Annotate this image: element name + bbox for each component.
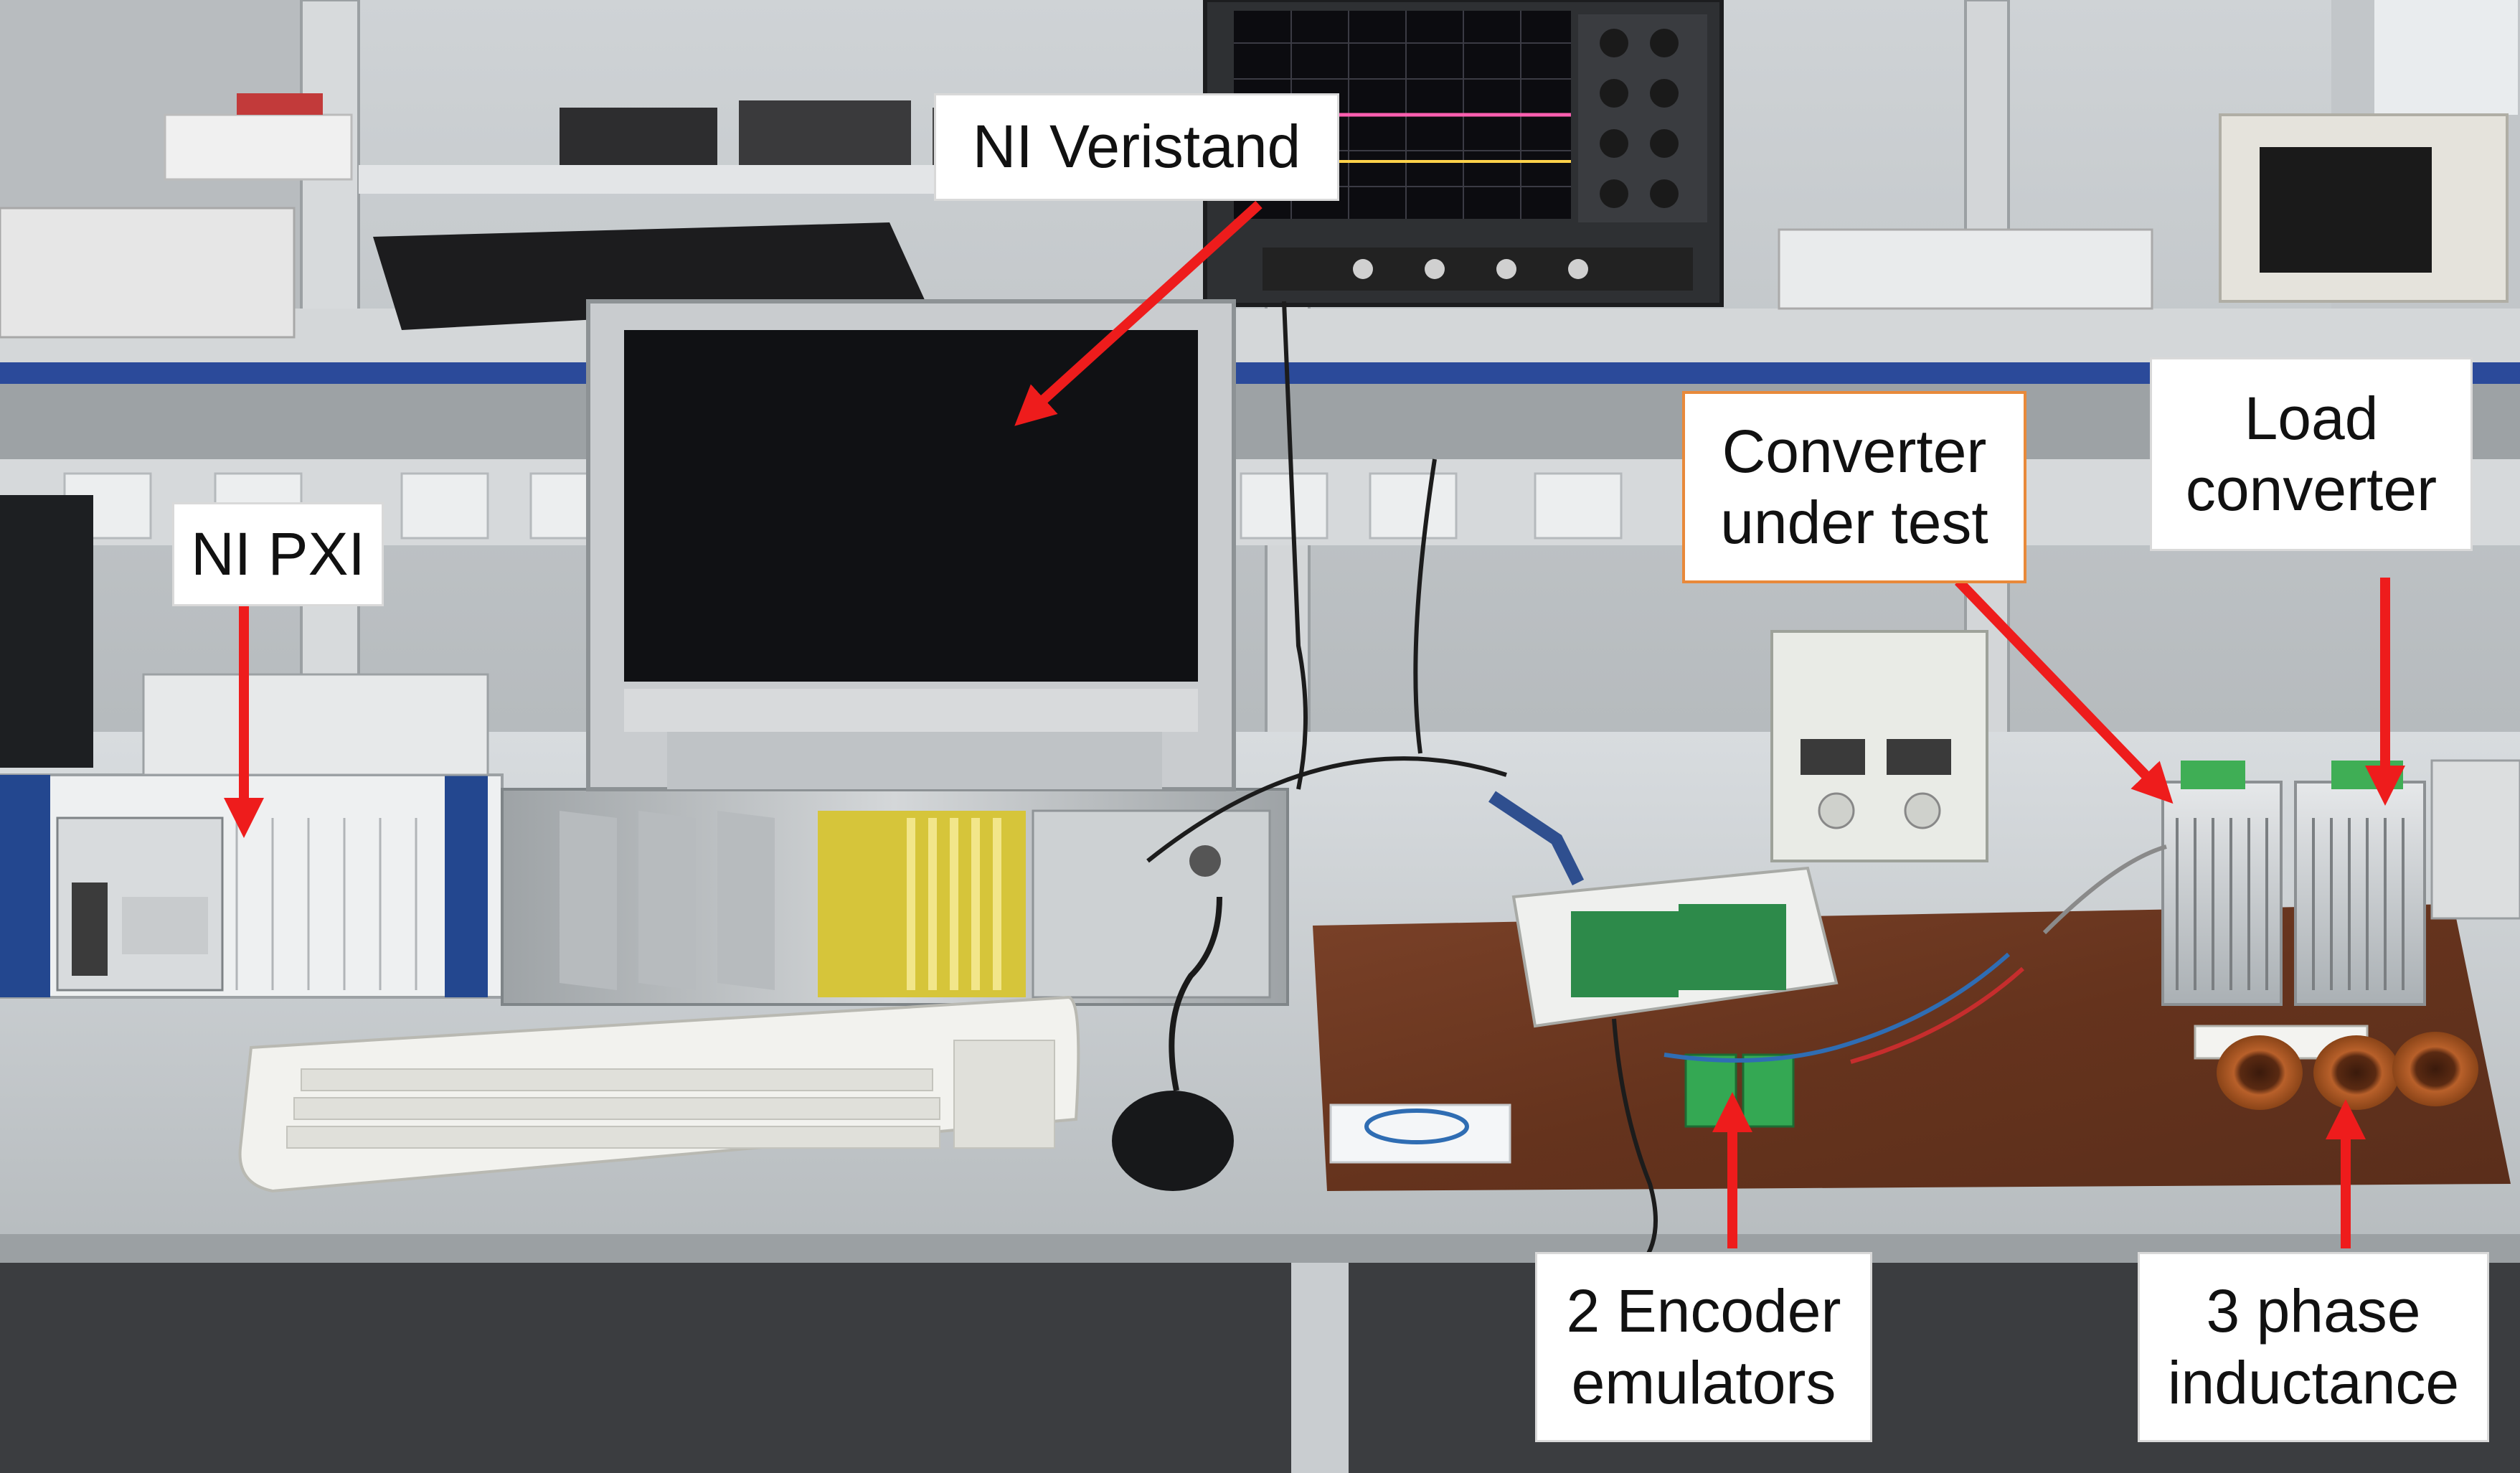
label-encoder-emulators-line-2: emulators xyxy=(1571,1348,1836,1416)
label-ni-pxi: NI PXI xyxy=(172,502,384,606)
label-encoder-emulators: 2 Encoder emulators xyxy=(1535,1252,1872,1442)
label-phase-inductance-line-2: inductance xyxy=(2167,1348,2460,1416)
mouse xyxy=(1112,1091,1234,1191)
upper-shelf xyxy=(0,309,2520,366)
label-ni-veristand-text: NI Veristand xyxy=(972,113,1301,181)
tektronix-screen xyxy=(2260,147,2432,273)
upper-shelf-underside xyxy=(0,384,2520,463)
oscilloscope xyxy=(1203,0,1724,307)
label-converter-under-test-line-2: under test xyxy=(1720,489,1988,556)
label-load-converter-line-2: converter xyxy=(2185,456,2438,523)
bench-leg-center xyxy=(1291,1263,1349,1473)
encoder-emulator-2 xyxy=(1742,1053,1795,1128)
label-converter-under-test-line-1: Converter xyxy=(1722,417,1987,485)
load-converter-device xyxy=(2294,761,2426,1006)
ceda-logo-card xyxy=(1329,1103,1511,1164)
wiring xyxy=(1146,301,2167,1264)
converter-under-test-device xyxy=(2161,761,2283,1006)
label-load-converter: Load converter xyxy=(2150,357,2473,551)
arrow-ni-veristand xyxy=(1014,200,1263,426)
loconoo-box xyxy=(0,207,296,339)
inductor-coil-3 xyxy=(2392,1032,2478,1106)
ceda-logo-mark xyxy=(1364,1109,1469,1144)
under-bench xyxy=(0,1263,2520,1473)
keyboard xyxy=(238,995,1080,1193)
label-ni-pxi-text: NI PXI xyxy=(191,519,365,588)
label-ni-veristand: NI Veristand xyxy=(934,93,1339,201)
label-phase-inductance: 3 phase inductance xyxy=(2138,1252,2489,1442)
white-box-left xyxy=(164,113,353,181)
label-converter-under-test: Converter under test xyxy=(1682,391,2026,583)
right-edge-instrument xyxy=(2430,759,2520,920)
storage-box-2 xyxy=(739,100,911,165)
workbench-front-edge xyxy=(0,1234,2520,1263)
left-side-monitor xyxy=(0,495,93,768)
storage-box-1 xyxy=(560,108,717,165)
ni-pxi-chassis xyxy=(0,673,504,999)
label-load-converter-line-1: Load xyxy=(2244,384,2379,452)
mouse-cable xyxy=(1169,896,1222,1091)
arrow-converter-under-test xyxy=(1954,578,2174,804)
inductor-coil-1 xyxy=(2217,1035,2303,1110)
red-parts xyxy=(237,93,323,115)
breakout-board xyxy=(1488,791,1839,1028)
upper-shelf-blue-edge xyxy=(0,362,2520,384)
siemens-rack-pc xyxy=(501,788,1289,1006)
inductor-coil-2 xyxy=(2313,1035,2399,1110)
white-device-upper xyxy=(1778,228,2153,310)
label-encoder-emulators-line-1: 2 Encoder xyxy=(1566,1277,1841,1345)
annotation-arrows xyxy=(224,200,2405,1248)
label-phase-inductance-line-1: 3 phase xyxy=(2206,1277,2421,1345)
dc-power-supply xyxy=(1770,630,1988,862)
sony-monitor xyxy=(586,299,1236,791)
wall-poster xyxy=(2374,0,2518,115)
